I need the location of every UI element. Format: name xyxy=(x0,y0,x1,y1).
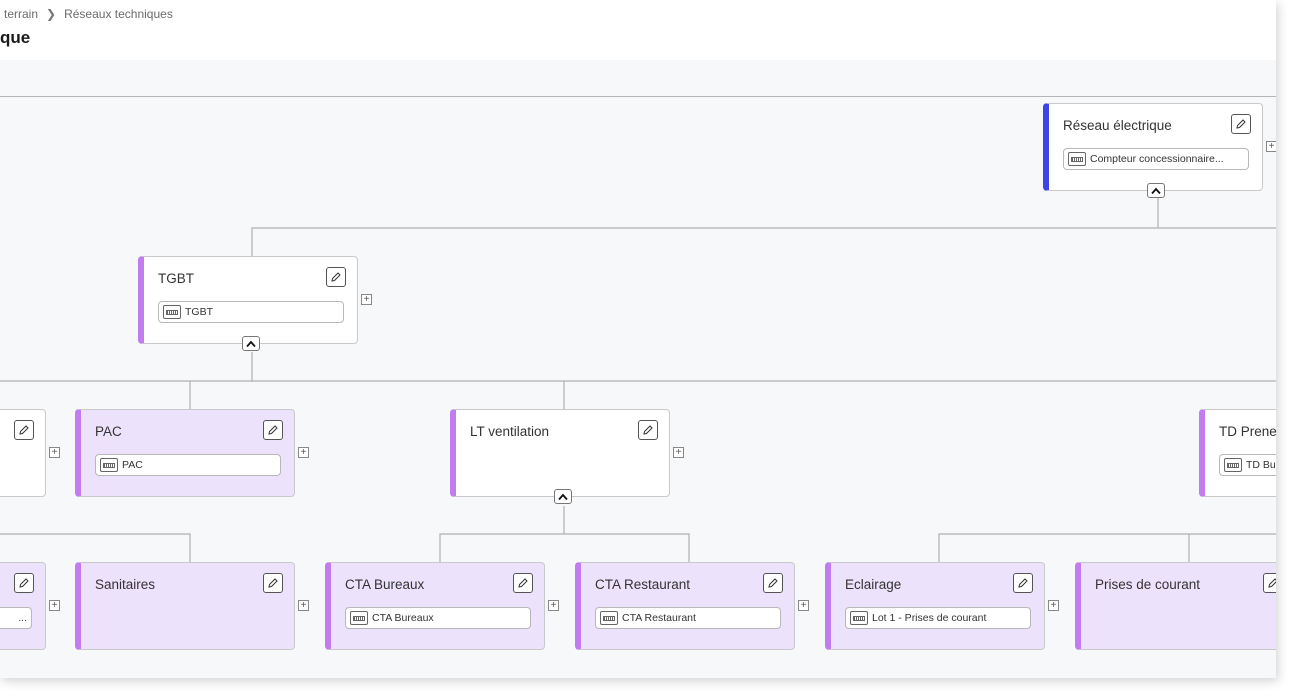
meter-icon xyxy=(1224,458,1242,472)
pencil-icon xyxy=(19,578,29,588)
pencil-icon xyxy=(1268,578,1276,588)
plus-icon[interactable]: + xyxy=(1048,600,1059,611)
pencil-icon xyxy=(1236,119,1246,129)
meter-icon xyxy=(350,611,368,625)
pencil-icon xyxy=(268,578,278,588)
edit-button[interactable] xyxy=(1263,573,1276,593)
meter-icon xyxy=(850,611,868,625)
chevron-up-icon xyxy=(245,340,256,347)
breadcrumb-item-reseaux[interactable]: Réseaux techniques xyxy=(64,7,173,21)
node-cta-restaurant[interactable]: CTA Restaurant CTA Restaurant + xyxy=(575,562,809,650)
meter-icon xyxy=(163,305,181,319)
breadcrumb: terrain ❯ Réseaux techniques xyxy=(4,7,173,21)
node-left-partial-1[interactable]: + xyxy=(0,409,60,497)
node-title: PAC xyxy=(95,424,122,439)
plus-icon[interactable]: + xyxy=(798,600,809,611)
meter-label: Compteur concessionnaire... xyxy=(1090,153,1224,165)
collapse-button[interactable] xyxy=(1146,183,1165,198)
page-title: que xyxy=(0,28,31,47)
plus-icon[interactable]: + xyxy=(361,294,372,305)
collapse-button[interactable] xyxy=(553,489,572,504)
node-title: LT ventilation xyxy=(470,424,550,439)
node-title: TD Prene xyxy=(1219,424,1276,439)
meter-label: CTA Bureaux xyxy=(372,612,434,624)
pencil-icon xyxy=(19,425,29,435)
meter-chip[interactable]: Compteur concessionnaire... xyxy=(1063,148,1249,170)
plus-icon[interactable]: + xyxy=(548,600,559,611)
edit-button[interactable] xyxy=(513,573,533,593)
plus-icon[interactable]: + xyxy=(298,600,309,611)
meter-chip[interactable]: CTA Restaurant xyxy=(595,607,781,629)
meter-icon xyxy=(600,611,618,625)
meter-label: ... xyxy=(18,612,27,624)
edit-button[interactable] xyxy=(763,573,783,593)
meter-chip[interactable]: TD Bu xyxy=(1219,454,1276,476)
edit-button[interactable] xyxy=(326,267,346,287)
node-title: TGBT xyxy=(158,271,194,286)
edit-button[interactable] xyxy=(263,573,283,593)
meter-label: PAC xyxy=(122,459,143,471)
plus-icon[interactable]: + xyxy=(298,447,309,458)
edit-button[interactable] xyxy=(263,420,283,440)
plus-icon[interactable]: + xyxy=(673,447,684,458)
meter-label: CTA Restaurant xyxy=(622,612,696,624)
edit-button[interactable] xyxy=(1013,573,1033,593)
node-td-prene[interactable]: TD Prene TD Bu xyxy=(1199,409,1276,497)
meter-chip[interactable]: Lot 1 - Prises de courant xyxy=(845,607,1031,629)
chevron-up-icon xyxy=(557,493,568,500)
breadcrumb-item-terrain[interactable]: terrain xyxy=(4,7,39,21)
pencil-icon xyxy=(643,425,653,435)
node-reseau-electrique[interactable]: Réseau électrique Compteur concessionnai… xyxy=(1043,103,1276,198)
chevron-right-icon: ❯ xyxy=(46,7,57,21)
node-title: Sanitaires xyxy=(95,577,156,592)
app-frame: terrain ❯ Réseaux techniques que xyxy=(0,0,1276,650)
collapse-button[interactable] xyxy=(241,336,260,351)
meter-label: TGBT xyxy=(185,306,213,318)
node-eclairage[interactable]: Eclairage Lot 1 - Prises de courant + xyxy=(825,562,1059,650)
meter-chip[interactable]: TGBT xyxy=(158,301,344,323)
meter-icon xyxy=(1068,152,1086,166)
meter-icon xyxy=(100,458,118,472)
edit-button[interactable] xyxy=(14,573,34,593)
node-sanitaires[interactable]: Sanitaires + xyxy=(75,562,309,650)
plus-icon[interactable]: + xyxy=(1266,141,1276,152)
pencil-icon xyxy=(268,425,278,435)
tree-connectors xyxy=(0,198,1276,562)
edit-button[interactable] xyxy=(14,420,34,440)
node-tgbt[interactable]: TGBT TGBT + xyxy=(138,256,372,351)
pencil-icon xyxy=(518,578,528,588)
node-prises-de-courant[interactable]: Prises de courant xyxy=(1075,562,1276,650)
meter-chip[interactable]: PAC xyxy=(95,454,281,476)
meter-label: Lot 1 - Prises de courant xyxy=(872,612,987,624)
node-title: Eclairage xyxy=(845,577,902,592)
plus-icon[interactable]: + xyxy=(49,447,60,458)
node-lt-ventilation[interactable]: LT ventilation + xyxy=(450,409,684,504)
meter-chip[interactable]: CTA Bureaux xyxy=(345,607,531,629)
meter-chip[interactable]: ... xyxy=(0,607,32,629)
node-cta-bureaux[interactable]: CTA Bureaux CTA Bureaux + xyxy=(325,562,559,650)
node-pac[interactable]: PAC PAC + xyxy=(75,409,309,497)
plus-icon[interactable]: + xyxy=(49,600,60,611)
pencil-icon xyxy=(768,578,778,588)
node-title: CTA Restaurant xyxy=(595,577,691,592)
node-title: Prises de courant xyxy=(1095,577,1201,592)
node-title: Réseau électrique xyxy=(1063,118,1172,133)
canvas-divider xyxy=(0,96,1276,97)
edit-button[interactable] xyxy=(638,420,658,440)
chevron-up-icon xyxy=(1150,187,1161,194)
pencil-icon xyxy=(331,272,341,282)
node-title: CTA Bureaux xyxy=(345,577,425,592)
page-header: terrain ❯ Réseaux techniques que xyxy=(0,0,1276,60)
meter-label: TD Bu xyxy=(1246,459,1276,471)
pencil-icon xyxy=(1018,578,1028,588)
node-left-partial-2[interactable]: ... + xyxy=(0,562,60,650)
edit-button[interactable] xyxy=(1231,114,1251,134)
